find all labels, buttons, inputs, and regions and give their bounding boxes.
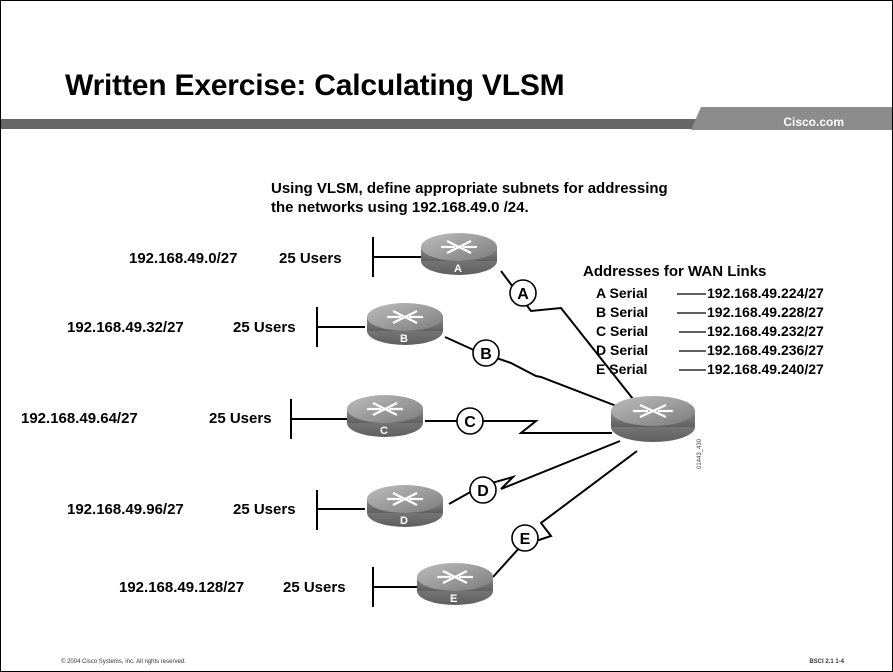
link-label-e: E — [511, 524, 539, 552]
link-label-a: A — [509, 279, 537, 307]
router-d: D — [367, 485, 443, 527]
wan-table: A Serial 192.168.49.224/27 B Serial 192.… — [596, 285, 824, 377]
wan-link-name: B Serial — [596, 304, 648, 320]
router-b: B — [367, 303, 443, 345]
copyright-footer: © 2004 Cisco Systems, Inc. All rights re… — [61, 659, 186, 665]
figure-id: 01443_430 — [697, 438, 703, 469]
wan-link-address: 192.168.49.224/27 — [707, 285, 824, 301]
title-divider-bar — [1, 119, 892, 129]
router-a-label: A — [454, 263, 462, 275]
router-c: C — [347, 395, 423, 437]
course-footer: BSCI 2.1 1-4 — [809, 659, 844, 665]
router-e-label: E — [450, 593, 457, 605]
lan-users-b: 25 Users — [233, 319, 296, 336]
wan-link-name: E Serial — [596, 361, 647, 377]
link-label-c: C — [456, 407, 484, 435]
lan-subnet-c: 192.168.49.64/27 — [21, 410, 138, 427]
lan-users-c: 25 Users — [209, 410, 272, 427]
svg-text:A: A — [517, 286, 529, 303]
router-a: A — [421, 233, 497, 275]
wan-link-address: 192.168.49.236/27 — [707, 342, 824, 358]
slide-title: Written Exercise: Calculating VLSM — [65, 69, 565, 102]
link-label-b: B — [472, 339, 500, 367]
lan-subnet-b: 192.168.49.32/27 — [67, 319, 184, 336]
router-b-label: B — [400, 333, 408, 345]
wan-heading: Addresses for WAN Links — [583, 263, 766, 280]
svg-text:E: E — [520, 531, 531, 548]
brand-label: Cisco.com — [783, 115, 844, 129]
wan-link-name: D Serial — [596, 342, 648, 358]
wan-link-name: C Serial — [596, 323, 648, 339]
lan-subnet-d: 192.168.49.96/27 — [67, 501, 184, 518]
router-e: E — [417, 563, 493, 605]
router-c-label: C — [380, 425, 388, 437]
wan-link-address: 192.168.49.232/27 — [707, 323, 824, 339]
wan-link-address: 192.168.49.228/27 — [707, 304, 824, 320]
wan-link-name: A Serial — [596, 285, 648, 301]
lan-subnet-e: 192.168.49.128/27 — [119, 579, 244, 596]
lan-users-a: 25 Users — [279, 250, 342, 267]
link-label-d: D — [469, 476, 497, 504]
svg-text:B: B — [480, 346, 492, 363]
instruction-line-1: Using VLSM, define appropriate subnets f… — [271, 180, 668, 197]
instruction-line-2: the networks using 192.168.49.0 /24. — [271, 199, 529, 216]
brand-tab — [691, 107, 892, 130]
lan-users-e: 25 Users — [283, 579, 346, 596]
router-core — [611, 396, 695, 442]
lan-subnet-a: 192.168.49.0/27 — [129, 250, 237, 267]
svg-text:D: D — [477, 483, 489, 500]
lan-users-d: 25 Users — [233, 501, 296, 518]
router-d-label: D — [400, 515, 408, 527]
svg-text:C: C — [464, 414, 476, 431]
wan-link-address: 192.168.49.240/27 — [707, 361, 824, 377]
lan-segments — [290, 237, 421, 607]
